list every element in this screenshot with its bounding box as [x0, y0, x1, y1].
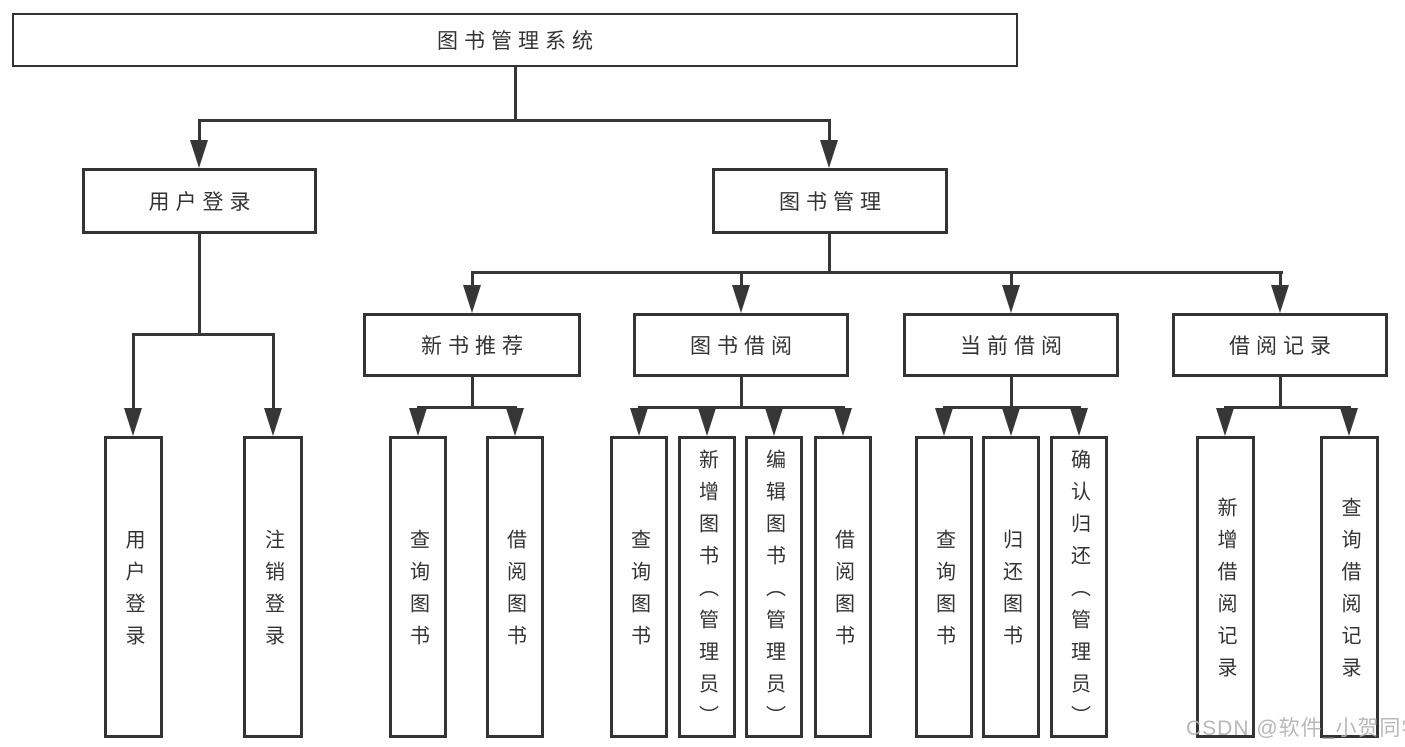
connector-line: [1010, 377, 1013, 408]
connector-line: [1010, 271, 1013, 287]
node-book-management-label: 图书管理: [779, 191, 887, 214]
leaf-borrow-query-label: 查询图书: [627, 529, 650, 657]
leaf-current-query: 查询图书: [915, 436, 973, 738]
node-library-system-label: 图书管理系统: [437, 30, 599, 53]
connector-line: [828, 234, 831, 274]
connector-line: [1279, 271, 1282, 287]
arrow-down-icon: [630, 408, 648, 436]
arrow-down-icon: [765, 408, 783, 436]
leaf-newbook-query: 查询图书: [389, 436, 447, 738]
connector-line: [132, 333, 275, 336]
csdn-watermark: CSDN @软件_小贺同学: [1186, 717, 1405, 740]
leaf-borrow-add-book-label: 新增图书（管理员）: [695, 449, 718, 737]
node-current-borrow-label: 当前借阅: [960, 335, 1068, 358]
arrow-down-icon: [1002, 285, 1020, 313]
connector-line: [198, 119, 201, 143]
node-book-borrow-label: 图书借阅: [690, 335, 798, 358]
arrow-down-icon: [506, 408, 524, 436]
connector-line: [471, 377, 474, 408]
connector-line: [198, 119, 831, 122]
connector-line: [514, 67, 517, 121]
connector-line: [198, 234, 201, 335]
node-new-book-recommend-label: 新书推荐: [421, 335, 529, 358]
leaf-current-confirm-return-label: 确认归还（管理员）: [1067, 449, 1090, 737]
arrow-down-icon: [732, 285, 750, 313]
leaf-current-return: 归还图书: [982, 436, 1040, 738]
connector-line: [638, 406, 845, 409]
arrow-down-icon: [264, 408, 282, 436]
arrow-down-icon: [190, 140, 208, 168]
leaf-logout: 注销登录: [243, 436, 303, 738]
leaf-borrow-query: 查询图书: [610, 436, 668, 738]
node-new-book-recommend: 新书推荐: [363, 313, 581, 377]
arrow-down-icon: [1002, 408, 1020, 436]
arrow-down-icon: [1271, 285, 1289, 313]
connector-line: [828, 119, 831, 143]
connector-line: [132, 333, 135, 412]
node-user-login-label: 用户登录: [148, 191, 257, 214]
connector-line: [471, 271, 1283, 274]
leaf-user-login-label: 用户登录: [122, 529, 144, 657]
node-book-management: 图书管理: [712, 168, 948, 234]
arrow-down-icon: [1340, 408, 1358, 436]
connector-line: [1224, 406, 1351, 409]
leaf-record-query: 查询借阅记录: [1320, 436, 1379, 738]
node-current-borrow: 当前借阅: [903, 313, 1119, 377]
connector-line: [417, 406, 517, 409]
leaf-record-add: 新增借阅记录: [1196, 436, 1255, 738]
arrow-down-icon: [935, 408, 953, 436]
leaf-newbook-query-label: 查询图书: [406, 529, 429, 657]
leaf-user-login: 用户登录: [104, 436, 163, 738]
connector-line: [471, 271, 474, 287]
arrow-down-icon: [834, 408, 852, 436]
leaf-logout-label: 注销登录: [261, 529, 284, 657]
leaf-borrow-edit-book: 编辑图书（管理员）: [745, 436, 803, 738]
node-borrow-record: 借阅记录: [1172, 313, 1388, 377]
leaf-borrow-edit-book-label: 编辑图书（管理员）: [762, 449, 785, 737]
leaf-borrow-borrow-book: 借阅图书: [814, 436, 872, 738]
leaf-current-return-label: 归还图书: [999, 529, 1022, 657]
connector-line: [272, 333, 275, 412]
leaf-newbook-borrow-label: 借阅图书: [503, 529, 526, 657]
leaf-borrow-borrow-book-label: 借阅图书: [831, 529, 854, 657]
connector-line: [1279, 377, 1282, 408]
node-user-login: 用户登录: [82, 168, 317, 234]
leaf-newbook-borrow: 借阅图书: [486, 436, 544, 738]
node-book-borrow: 图书借阅: [633, 313, 849, 377]
connector-line: [740, 271, 743, 287]
leaf-current-confirm-return: 确认归还（管理员）: [1050, 436, 1108, 738]
leaf-record-add-label: 新增借阅记录: [1214, 497, 1236, 689]
node-library-system: 图书管理系统: [12, 13, 1018, 67]
arrow-down-icon: [124, 408, 142, 436]
node-borrow-record-label: 借阅记录: [1229, 335, 1337, 358]
arrow-down-icon: [1216, 408, 1234, 436]
arrow-down-icon: [1070, 408, 1088, 436]
leaf-borrow-add-book: 新增图书（管理员）: [678, 436, 736, 738]
connector-line: [740, 377, 743, 408]
arrow-down-icon: [698, 408, 716, 436]
leaf-record-query-label: 查询借阅记录: [1338, 497, 1360, 689]
arrow-down-icon: [820, 140, 838, 168]
arrow-down-icon: [463, 285, 481, 313]
arrow-down-icon: [409, 408, 427, 436]
leaf-current-query-label: 查询图书: [932, 529, 955, 657]
